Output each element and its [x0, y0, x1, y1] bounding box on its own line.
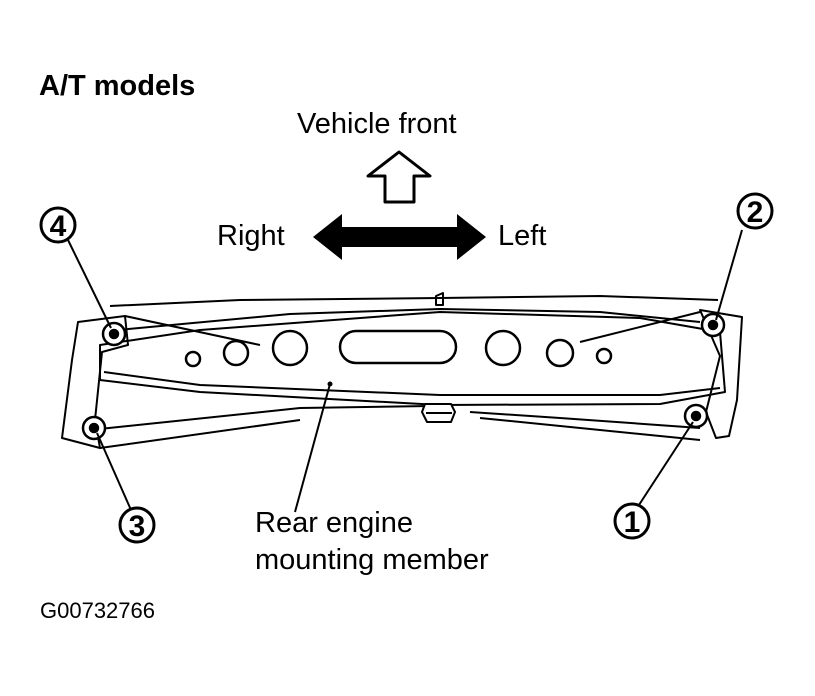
right-label: Right [217, 220, 285, 252]
vehicle-front-arrow-icon [366, 150, 432, 204]
rear-engine-mounting-member [61, 292, 743, 449]
left-right-arrow-icon [313, 214, 486, 260]
member-label: Rear engine mounting member [255, 505, 489, 579]
leader-dot-member [327, 381, 333, 387]
leader-line-member [294, 383, 331, 513]
hole-left-medium [545, 338, 575, 368]
hole-left-small [595, 347, 613, 365]
hole-center-slot [338, 329, 458, 365]
hole-right-medium [222, 339, 250, 367]
callout-2-circle [736, 192, 774, 230]
bolt-2 [700, 312, 726, 338]
callout-1-number: 1 [624, 506, 641, 539]
member-label-line-1: Rear engine [255, 507, 413, 539]
callout-2-number: 2 [747, 196, 764, 229]
member-label-line-2: mounting member [255, 544, 489, 576]
callout-4-number: 4 [50, 210, 67, 243]
hole-left-large [484, 329, 522, 367]
vehicle-front-label: Vehicle front [297, 108, 457, 140]
member-holes [184, 329, 613, 368]
bolt-4 [101, 321, 127, 347]
leader-line-2 [715, 229, 743, 321]
leader-line-1 [636, 421, 694, 509]
figure-title: A/T models [39, 70, 196, 102]
leader-line-4 [67, 239, 112, 329]
left-label: Left [498, 220, 547, 252]
hole-right-large [271, 329, 309, 367]
leader-line-3 [96, 432, 132, 511]
hole-right-small [184, 350, 202, 368]
callout-4-circle [39, 206, 77, 244]
callout-3-circle [118, 506, 156, 544]
callout-3-number: 3 [129, 510, 146, 543]
callout-1-circle [613, 502, 651, 540]
bolt-1 [683, 403, 709, 429]
bolt-3 [81, 415, 107, 441]
figure-code: G00732766 [40, 598, 155, 623]
